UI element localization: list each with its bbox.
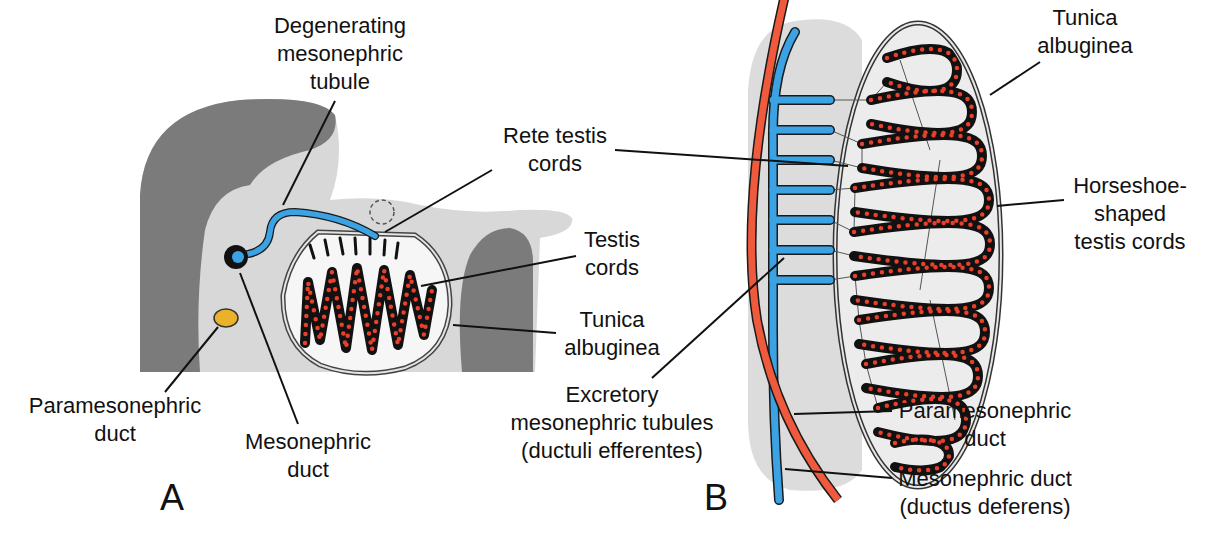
rete-network bbox=[830, 60, 955, 420]
tunica-albuginea bbox=[283, 232, 450, 373]
paramesonephric-duct bbox=[214, 309, 238, 327]
paramesonephric-duct bbox=[752, 0, 838, 500]
panel-letter: B bbox=[696, 478, 736, 518]
callout-label: Excretory mesonephric tubules (ductuli e… bbox=[507, 381, 717, 465]
germ-cells bbox=[305, 268, 432, 350]
callout-label: Mesonephric duct bbox=[241, 428, 376, 484]
testis-outline bbox=[283, 232, 450, 373]
callout-label: Rete testis cords bbox=[498, 122, 613, 178]
mesonephric-tubule bbox=[248, 212, 375, 254]
mesonephric-tubule bbox=[248, 212, 375, 254]
callout-label: Tunica albuginea bbox=[1035, 4, 1135, 60]
rete-cords bbox=[310, 238, 398, 258]
callout-label: Mesonephric duct (ductus deferens) bbox=[893, 465, 1078, 521]
callout-label: Tunica albuginea bbox=[562, 306, 662, 362]
callout-label: Degenerating mesonephric tubule bbox=[270, 12, 410, 96]
mesonephric-duct bbox=[224, 245, 248, 269]
panel-letter: A bbox=[152, 478, 192, 518]
callout-label: Paramesonephric duct bbox=[895, 397, 1075, 453]
paramesonephric-duct bbox=[752, 0, 838, 500]
callout-label: Horseshoe- shaped testis cords bbox=[1069, 172, 1191, 256]
callout-label: Testis cords bbox=[575, 226, 650, 282]
callout-label: Paramesonephric duct bbox=[25, 392, 205, 448]
mesonephric-duct-lumen bbox=[232, 251, 244, 263]
mesonephric-duct bbox=[773, 32, 830, 500]
dark-tissue bbox=[460, 228, 533, 372]
testis-cords bbox=[305, 268, 432, 350]
degenerated-tubule bbox=[370, 200, 394, 224]
